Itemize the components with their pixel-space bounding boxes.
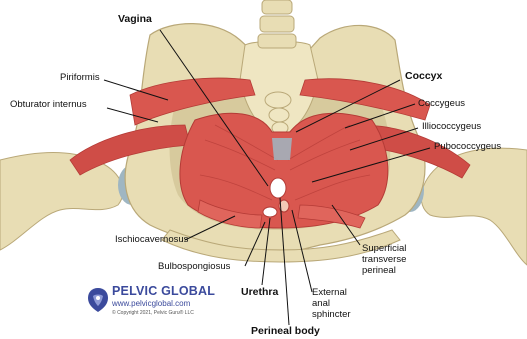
vertebra	[260, 16, 294, 32]
label-coccyx: Coccyx	[405, 70, 442, 82]
logo-copyright: © Copyright 2021, Pelvic Guru® LLC	[112, 310, 194, 316]
urethral-opening	[263, 207, 277, 217]
pelvic-global-logo: PELVIC GLOBAL www.pelvicglobal.com © Cop…	[86, 284, 226, 320]
label-coccygeus: Coccygeus	[418, 99, 465, 110]
vertebra	[262, 0, 292, 14]
label-superficial-transverse-perineal: Superficial transverse perineal	[362, 244, 406, 277]
coccyx-segment	[265, 92, 291, 108]
pelvis-logo-icon	[86, 286, 110, 314]
label-vagina: Vagina	[118, 13, 152, 25]
label-iliococcygeus: Illiococcygeus	[422, 122, 481, 133]
label-urethra: Urethra	[241, 286, 278, 298]
left-femur	[0, 153, 123, 251]
logo-url: www.pelvicglobal.com	[112, 299, 190, 308]
vertebra	[258, 34, 296, 48]
logo-brand: PELVIC GLOBAL	[112, 284, 215, 298]
vaginal-opening	[270, 178, 286, 198]
label-obturator-internus: Obturator internus	[10, 100, 87, 111]
coccyx-segment	[269, 108, 289, 122]
label-piriformis: Piriformis	[60, 73, 100, 84]
label-line: perineal	[362, 266, 406, 277]
label-pubococcygeus: Pubococcygeus	[434, 142, 501, 153]
label-external-anal-sphincter: External anal sphincter	[312, 288, 351, 321]
label-bulbospongiosus: Bulbospongiosus	[158, 262, 230, 273]
label-line: sphincter	[312, 310, 351, 321]
label-ischiocavernosus: Ischiocavernosus	[115, 235, 188, 246]
anococcygeal-ligament	[272, 138, 292, 160]
label-perineal-body: Perineal body	[251, 325, 320, 337]
